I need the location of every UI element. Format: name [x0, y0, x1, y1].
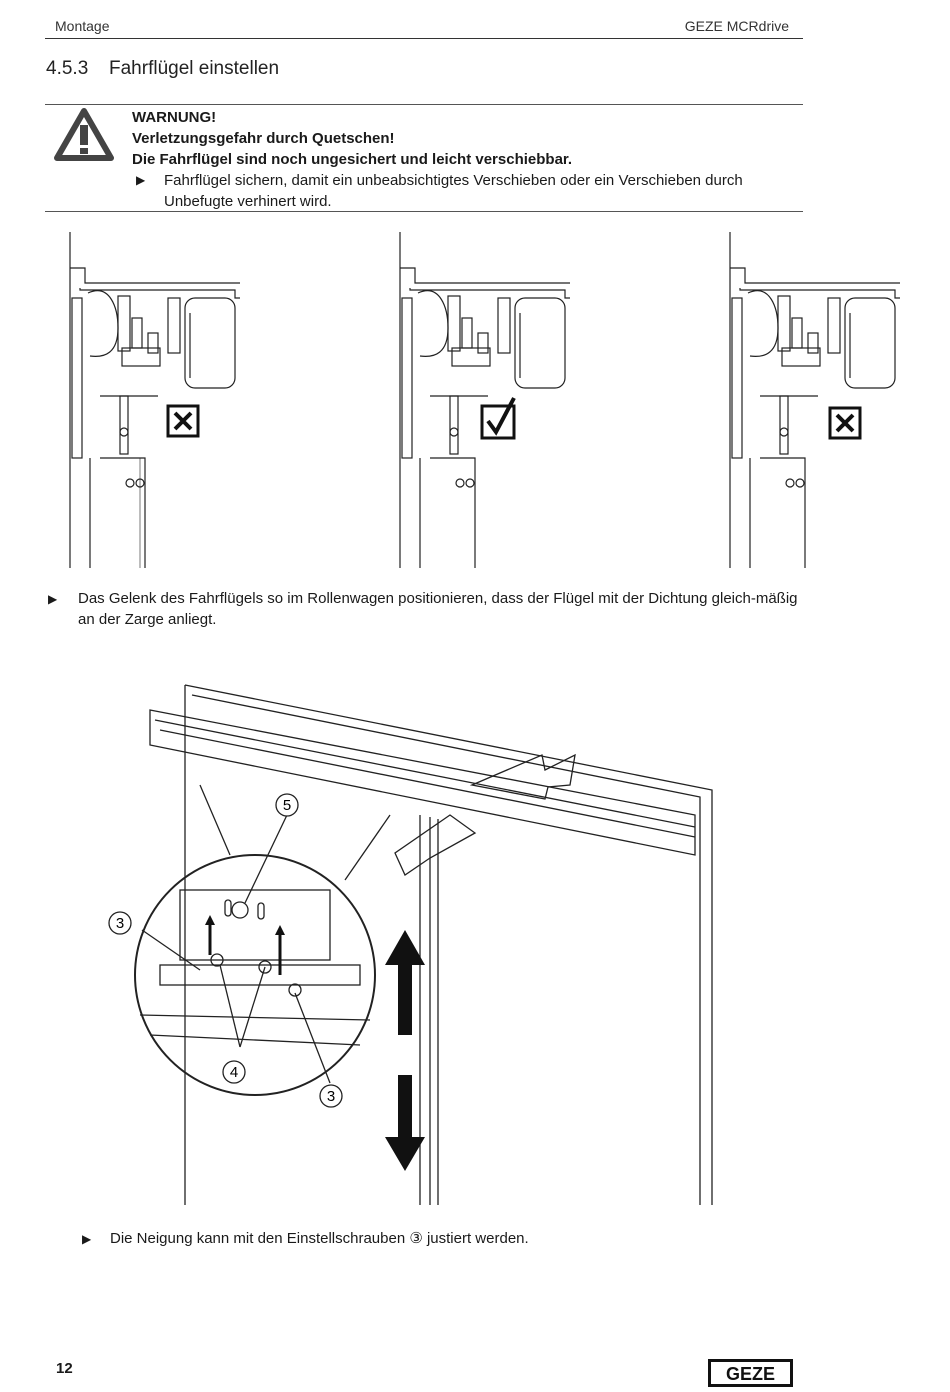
- cross-box-icon: [828, 406, 862, 440]
- warning-bullet-text: Fahrflügel sichern, damit ein unbeabsich…: [164, 172, 743, 210]
- section-title: 4.5.3 Fahrflügel einstellen: [46, 58, 279, 80]
- warning-title: WARNUNG!: [132, 109, 217, 126]
- adjustment-figures: [60, 228, 900, 573]
- svg-text:3: 3: [116, 915, 124, 932]
- svg-text:4: 4: [230, 1064, 238, 1081]
- svg-text:GEZE: GEZE: [726, 1364, 775, 1384]
- header-product: GEZE MCRdrive: [684, 18, 789, 34]
- svg-text:3: 3: [327, 1088, 335, 1105]
- warning-box: WARNUNG! Verletzungsgefahr durch Quetsch…: [45, 104, 803, 212]
- step1-text: Das Gelenk des Fahrflügels so im Rollenw…: [78, 590, 798, 628]
- callout-4: 4: [222, 1060, 246, 1084]
- geze-logo: GEZE: [708, 1359, 793, 1387]
- warning-triangle-icon: [54, 108, 114, 161]
- svg-text:5: 5: [283, 797, 291, 814]
- figure-correct-center: [399, 232, 570, 568]
- callout-3-left: 3: [108, 911, 132, 935]
- header-section: Montage: [55, 18, 110, 34]
- warning-line2: Die Fahrflügel sind noch ungesichert und…: [132, 151, 573, 168]
- page-number: 12: [56, 1360, 73, 1377]
- bullet-triangle-icon: ▶: [136, 173, 146, 187]
- figure-wrong-right: [729, 232, 900, 568]
- bullet-triangle-icon: ▶: [82, 1232, 92, 1246]
- check-box-icon: [480, 397, 516, 440]
- bullet-triangle-icon: ▶: [48, 592, 58, 606]
- step-instruction-1: ▶ Das Gelenk des Fahrflügels so im Rolle…: [48, 588, 808, 630]
- step-instruction-2: ▶ Die Neigung kann mit den Einstellschra…: [82, 1228, 529, 1249]
- adjustment-detail-figure: 5 3 4 3: [108, 684, 713, 1205]
- page-header: Montage GEZE MCRdrive: [45, 16, 803, 39]
- section-number: 4.5.3: [46, 58, 89, 79]
- callout-5: 5: [275, 793, 299, 817]
- step2-text: Die Neigung kann mit den Einstellschraub…: [110, 1230, 529, 1247]
- warning-bullet: ▶ Fahrflügel sichern, damit ein unbeabsi…: [132, 170, 803, 212]
- warning-line1: Verletzungsgefahr durch Quetschen!: [132, 130, 395, 147]
- figure-wrong-left: [69, 232, 240, 568]
- callout-3-right: 3: [319, 1084, 343, 1108]
- cross-box-icon: [166, 404, 200, 438]
- section-heading: Fahrflügel einstellen: [109, 58, 280, 79]
- warning-text: WARNUNG! Verletzungsgefahr durch Quetsch…: [132, 107, 803, 212]
